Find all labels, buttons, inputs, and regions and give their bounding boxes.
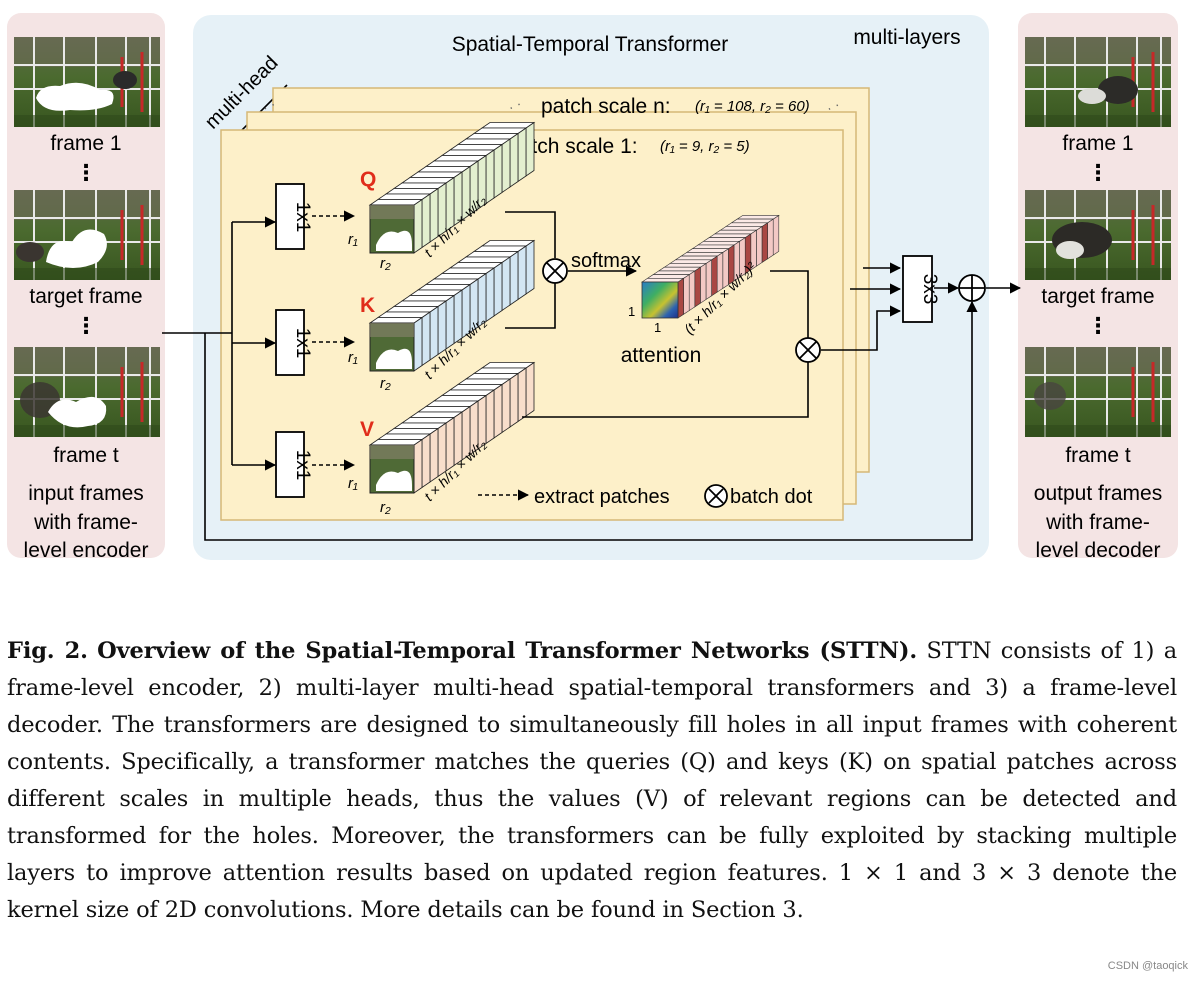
q-patch-stack [368,121,536,254]
residual-sum [958,274,986,302]
figure-caption: Fig. 2. Overview of the Spatial-Temporal… [7,633,1177,929]
output-target-frame-label: target frame [1041,285,1154,308]
svg-text:3x3: 3x3 [919,274,940,305]
caption-title: Overview of the Spatial-Temporal Transfo… [97,638,918,664]
q-r1: r₁ [348,231,358,248]
caption-label: Fig. 2. [7,638,88,664]
caption-text: STTN consists of 1) a frame-level encode… [7,638,1177,923]
svg-text:1x1: 1x1 [292,328,313,359]
input-caption-line-1: input frames [28,482,144,505]
conv-1x1-k: 1x1 [275,309,313,376]
output-caption-line-3: level decoder [1036,539,1161,562]
attention-one-bottom: 1 [654,320,661,335]
input-frame-1-label: frame 1 [50,132,121,155]
qk-flow-lines [505,211,1022,418]
output-frame-t-image [1023,345,1173,439]
q-r2: r₂ [380,255,391,272]
legend-extract-label: extract patches [534,486,670,508]
ellipsis-dots-mid: · · [505,95,524,115]
attention-map-stack [641,214,780,319]
input-target-frame-label: target frame [29,285,142,308]
input-caption-line-3: level encoder [24,539,149,562]
output-ellipsis-2: ⋮ [1087,313,1109,338]
svg-text:1x1: 1x1 [292,202,313,233]
attention-label: attention [621,344,702,367]
input-ellipsis-1: ⋮ [75,160,97,185]
output-target-frame-image [1023,188,1173,282]
softmax-label: softmax [571,250,641,272]
patch-scale-1-label: patch scale 1: [508,135,638,158]
multi-layers-label: multi-layers [853,26,960,49]
v-patch-stack [368,361,536,494]
output-caption-line-2: with frame- [1045,511,1150,534]
patch-scale-n-label: patch scale n: [541,95,671,118]
svg-text:1x1: 1x1 [292,450,313,481]
output-frame-1-image [1023,35,1173,129]
output-ellipsis-1: ⋮ [1087,160,1109,185]
attention-one-left: 1 [628,304,635,319]
v-r2: r₂ [380,499,391,516]
output-frame-1-label: frame 1 [1062,132,1133,155]
input-frame-t-image [12,345,162,439]
output-caption-line-1: output frames [1034,482,1162,505]
batch-dot-qk [542,258,568,284]
input-target-frame-image [12,188,162,282]
conv-1x1-v: 1x1 [275,431,313,498]
k-r2: r₂ [380,375,391,392]
q-label: Q [360,168,376,191]
v-label: V [360,418,374,441]
output-frame-t-label: frame t [1065,444,1131,467]
extract-patch-arrows [312,210,356,471]
sttn-diagram: frame 1 ⋮ target frame ⋮ frame t input f… [7,13,1178,562]
input-ellipsis-2: ⋮ [75,313,97,338]
patch-scale-n-params: (r₁ = 108, r₂ = 60) [695,98,810,115]
input-frame-t-label: frame t [53,444,119,467]
legend-batch-dot-icon [704,484,728,508]
ellipsis-dots-right: · · [823,96,842,116]
conv-3x3: 3x3 [902,255,940,323]
input-frame-1-image [12,35,162,129]
k-patch-stack [368,239,536,372]
transformer-title: Spatial-Temporal Transformer [452,33,729,56]
v-r1: r₁ [348,475,358,492]
input-caption-line-2: with frame- [33,511,138,534]
conv-1x1-q: 1x1 [275,183,313,250]
batch-dot-v [795,337,821,363]
patch-scale-1-card [220,129,844,521]
legend-batch-label: batch dot [730,486,813,508]
patch-scale-1-params: (r₁ = 9, r₂ = 5) [660,138,750,155]
ellipsis-dots-left: · · [259,96,278,116]
watermark: CSDN @taoqick [1107,960,1188,972]
input-flow-lines [162,216,978,541]
k-r1: r₁ [348,349,358,366]
k-label: K [360,294,375,317]
